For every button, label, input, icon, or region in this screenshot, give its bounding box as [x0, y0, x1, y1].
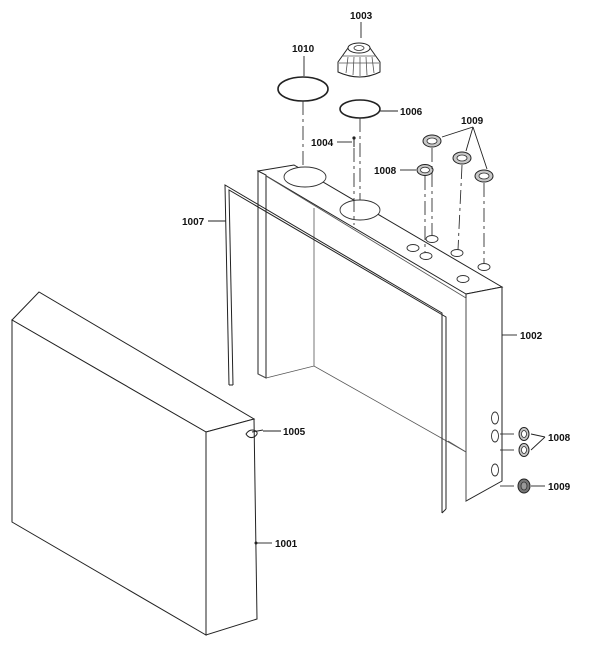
seal-frame-1007 [224, 184, 447, 514]
label-1004: 1004 [311, 138, 334, 149]
label-1002: 1002 [520, 331, 543, 342]
grommet-1009-b [452, 151, 472, 165]
part-labels: 1003 1010 1006 1009 1004 1008 1007 1002 … [182, 11, 571, 550]
o-ring-1006 [339, 99, 381, 119]
grommet-1009-a [422, 134, 442, 148]
front-cover-1001 [11, 291, 264, 636]
label-1009-top: 1009 [461, 116, 484, 127]
screw-1004 [352, 136, 356, 147]
grommet-1009-side [517, 478, 531, 494]
rear-housing-1002 [256, 164, 504, 502]
grommet-1008-side-b [518, 443, 530, 457]
label-1008-side: 1008 [548, 433, 571, 444]
label-1009-side: 1009 [548, 482, 571, 493]
label-1005: 1005 [283, 427, 306, 438]
top-opening-medium [339, 199, 381, 221]
leader-lines [208, 22, 546, 545]
label-1010: 1010 [292, 44, 315, 55]
top-opening-large [283, 166, 327, 188]
assembly-centerlines [302, 101, 518, 487]
grommet-1008-side-a [518, 427, 530, 441]
cap-1003 [337, 42, 381, 78]
grommet-1009-c [474, 169, 494, 183]
label-1007: 1007 [182, 217, 205, 228]
label-1006: 1006 [400, 107, 423, 118]
label-1003: 1003 [350, 11, 373, 22]
ring-1010 [277, 76, 329, 102]
label-1008-top: 1008 [374, 166, 397, 177]
latch-1005 [245, 429, 264, 439]
label-1001: 1001 [275, 539, 298, 550]
grommet-1008-top [416, 164, 434, 176]
